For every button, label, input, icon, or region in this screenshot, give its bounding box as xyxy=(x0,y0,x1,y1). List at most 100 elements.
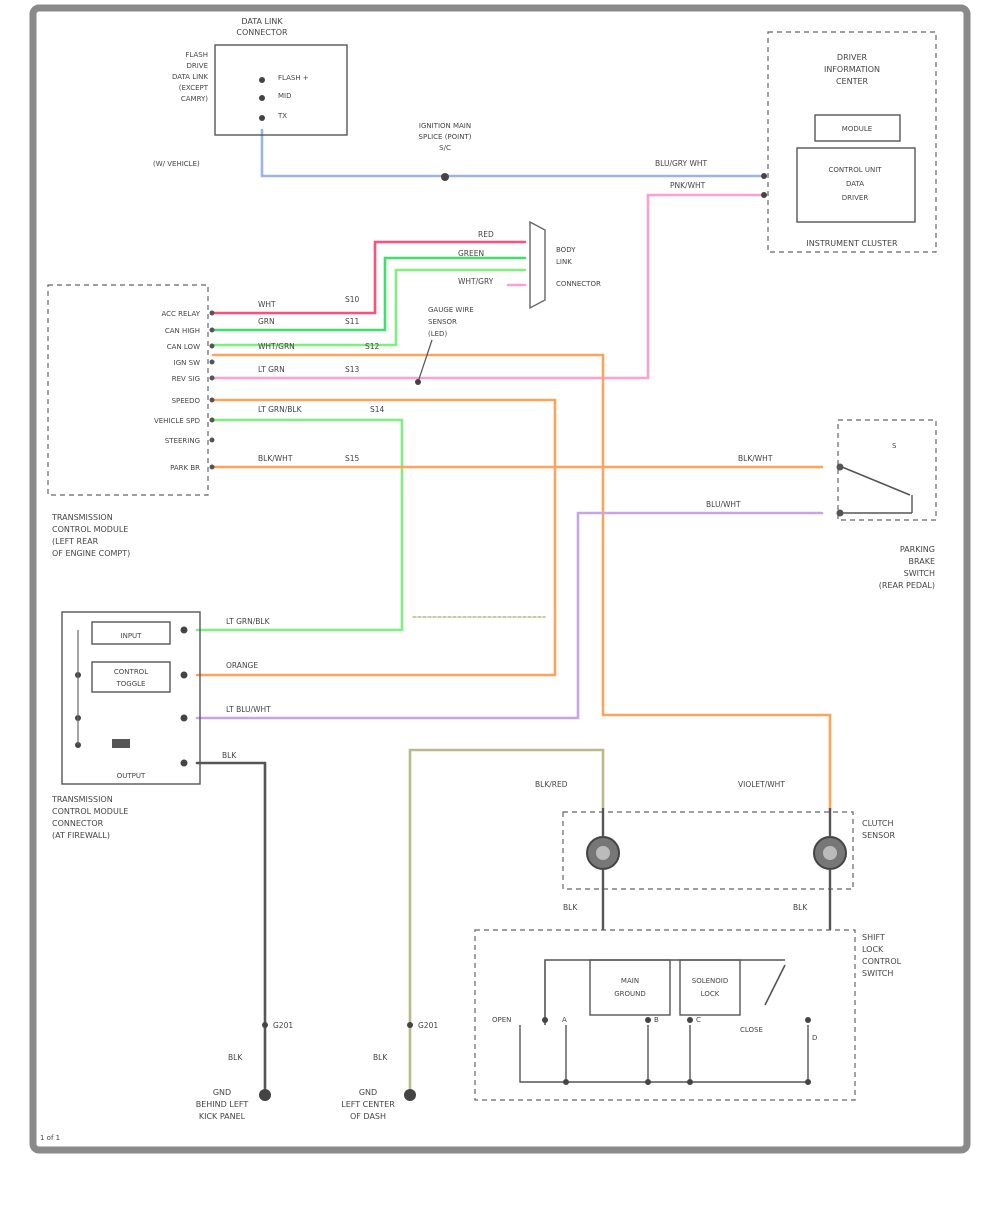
slcs-inner-label: MAIN xyxy=(621,977,639,985)
tcm-wire-code: S14 xyxy=(370,405,385,414)
switch-wire-label: BLU/WHT xyxy=(706,500,741,509)
wire-black-ground xyxy=(195,761,267,1097)
wire-label-red: RED xyxy=(478,230,494,239)
connector-label: BODY xyxy=(556,246,576,254)
shift-lock-control-switch: MAIN GROUND SOLENOID LOCK OPEN A B C CLO… xyxy=(474,929,902,1101)
ground-splice xyxy=(262,1022,268,1028)
body-link-connector: BODY LINK CONNECTOR xyxy=(529,220,601,310)
dlc-pin xyxy=(259,95,265,101)
tcm-pin-label: CAN LOW xyxy=(167,343,200,351)
sensor-wire-label: BLK/RED xyxy=(535,780,568,789)
slcs-title: LOCK xyxy=(862,945,884,954)
slcs-pin-label: A xyxy=(562,1016,567,1024)
page-footer: 1 of 1 xyxy=(40,1134,60,1142)
dlc-note: (W/ VEHICLE) xyxy=(153,160,200,168)
connector-label: CONNECTOR xyxy=(556,280,601,288)
tcm-pin xyxy=(180,759,188,767)
slcs-inner-label: GROUND xyxy=(614,990,646,998)
tcm-pin-label: STEERING xyxy=(165,437,200,445)
cluster-pin xyxy=(761,192,767,198)
tcm-conn-title: (AT FIREWALL) xyxy=(52,831,110,840)
ground-icon xyxy=(259,1089,271,1101)
tcm-pin xyxy=(180,671,188,679)
cluster-pin xyxy=(761,173,767,179)
tcm-title: CONTROL MODULE xyxy=(52,525,128,534)
ground-title: GND xyxy=(213,1088,231,1097)
tcm-pin-label: CAN HIGH xyxy=(165,327,200,335)
tcm-pin-label: SPEEDO xyxy=(172,397,201,405)
tcm-pin xyxy=(209,310,215,316)
tcm-wire-label: GRN xyxy=(258,317,275,326)
switch-contact xyxy=(542,1017,548,1023)
ground-splice xyxy=(407,1022,413,1028)
slcs-title: SHIFT xyxy=(862,933,885,942)
tcm-wire-label: LT GRN/BLK xyxy=(258,405,303,414)
ground-title: LEFT CENTER xyxy=(341,1100,395,1109)
tcm-pin-label: IGN SW xyxy=(174,359,200,367)
dlc-inner-label: TX xyxy=(277,112,287,120)
wire-label-green: GREEN xyxy=(458,249,484,258)
switch-mark: S xyxy=(892,442,897,450)
cluster-label: CENTER xyxy=(836,77,869,86)
slcs-title: SWITCH xyxy=(862,969,893,978)
switch-contact xyxy=(645,1079,651,1085)
tcm-wire-code: S11 xyxy=(345,317,360,326)
cluster-inner: CONTROL UNIT xyxy=(828,166,882,174)
tcm-pin-label: TOGGLE xyxy=(116,680,146,688)
tcm-wire-code: S15 xyxy=(345,454,360,463)
tcm-wire-label: LT GRN xyxy=(258,365,285,374)
wire-label-lgreen: WHT/GRY xyxy=(458,277,494,286)
ground-code: G201 xyxy=(273,1021,293,1030)
cluster-inner: DRIVER xyxy=(842,194,869,202)
ground-title: OF DASH xyxy=(350,1112,386,1121)
tcm-title: TRANSMISSION xyxy=(51,513,113,522)
tcm-pin-label: CONTROL xyxy=(114,668,148,676)
tcm-pin xyxy=(209,327,215,333)
dlc-pin-label: FLASH xyxy=(185,51,208,59)
wire-green xyxy=(211,256,527,332)
sensor-wire-label: VIOLET/WHT xyxy=(738,780,785,789)
tcm-wire-label: BLK/WHT xyxy=(258,454,293,463)
tcm-wire-labels: WHT GRN WHT/GRN LT GRN LT GRN/BLK S10 S1… xyxy=(258,295,385,463)
diode-icon xyxy=(112,739,130,748)
tcm-conn-title: CONNECTOR xyxy=(52,819,104,828)
dlc-pin-label: (EXCEPT xyxy=(179,84,209,92)
wire-light-pink xyxy=(211,193,762,380)
parking-brake-switch: S BLK/WHT BLU/WHT PARKING BRAKE SWITCH (… xyxy=(706,419,937,590)
tcm-pin-label: REV SIG xyxy=(172,375,200,383)
cluster-label: INFORMATION xyxy=(824,65,880,74)
tcm-pin-label: OUTPUT xyxy=(117,772,146,780)
tcm-pin xyxy=(209,359,215,365)
tcm-pin xyxy=(209,417,215,423)
wire-olive xyxy=(408,748,605,1097)
splice-label: IGNITION MAIN xyxy=(419,122,471,130)
sensor-label: (LED) xyxy=(428,330,447,338)
switch-contact xyxy=(687,1017,693,1023)
tcm-wire-label: WHT xyxy=(258,300,276,309)
wire-label-pink: PNK/WHT xyxy=(670,181,706,190)
dlc-inner-label: MID xyxy=(278,92,292,100)
switch-contact xyxy=(805,1017,811,1023)
switch-wire-label: BLK/WHT xyxy=(738,454,773,463)
tcm-wire-label: WHT/GRN xyxy=(258,342,295,351)
switch-contact xyxy=(805,1079,811,1085)
wire-orange-red xyxy=(211,353,832,812)
splice-node xyxy=(441,173,449,181)
switch-title: PARKING xyxy=(900,545,935,554)
sensor-coil-core xyxy=(823,846,837,860)
tcm-connector: INPUT CONTROL TOGGLE OUTPUT TRANSMISSION… xyxy=(51,611,201,840)
slcs-pin-label: B xyxy=(654,1016,659,1024)
slcs-pin-label: C xyxy=(696,1016,701,1024)
data-link-connector: DATA LINK CONNECTOR FLASH DRIVE DATA LIN… xyxy=(153,17,348,168)
connector-label: LINK xyxy=(556,258,572,266)
tcm-connector-wires: LT GRN/BLK ORANGE LT BLU/WHT BLK xyxy=(222,617,271,760)
dlc-pin-label: DRIVE xyxy=(186,62,208,70)
ground-title: KICK PANEL xyxy=(199,1112,246,1121)
cluster-module-label: MODULE xyxy=(842,125,872,133)
tcm-conn-wire-label: LT GRN/BLK xyxy=(226,617,271,626)
splice-label: S/C xyxy=(439,144,451,152)
slcs-pin-label: D xyxy=(812,1034,817,1042)
tcm-pin xyxy=(209,343,215,349)
slcs-pin-label: CLOSE xyxy=(740,1026,763,1034)
